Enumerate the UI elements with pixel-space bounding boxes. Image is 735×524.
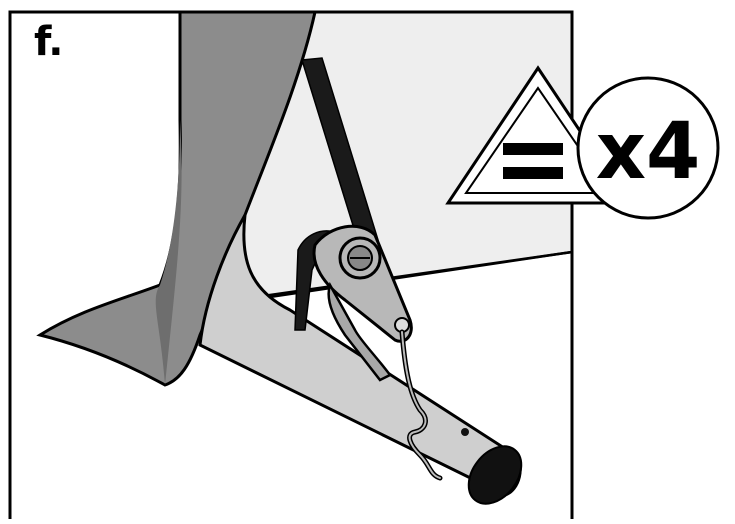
step-label: f. — [34, 22, 62, 62]
multiplier-label: x4 — [596, 107, 701, 197]
multiplier-badge: x4 — [578, 78, 718, 218]
pole-hole — [461, 428, 469, 436]
